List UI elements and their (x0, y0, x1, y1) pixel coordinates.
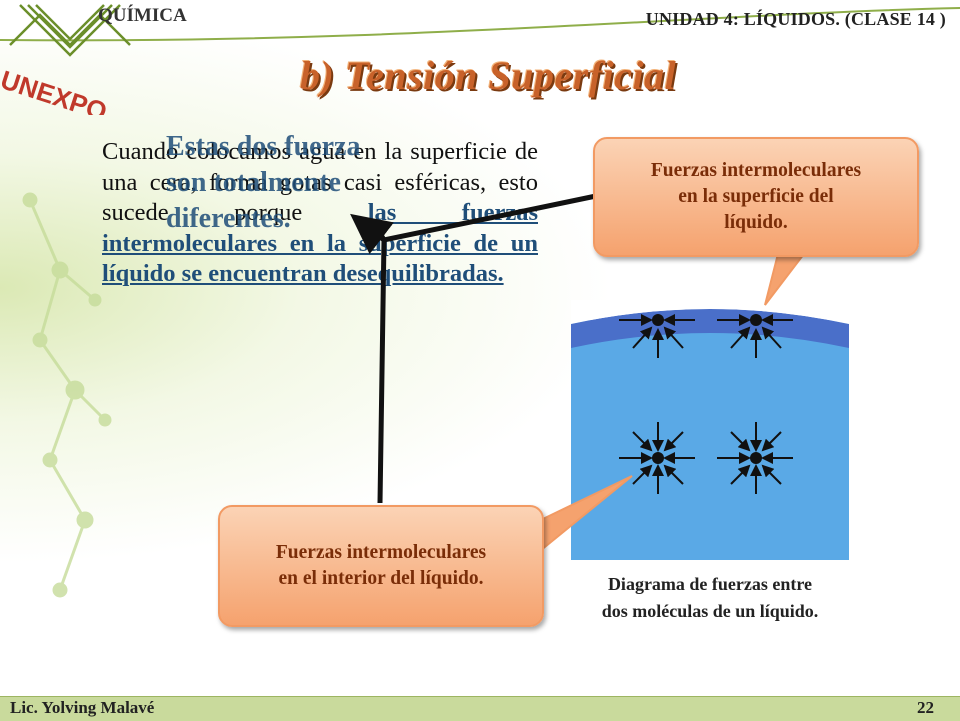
interior-molecule (652, 452, 664, 464)
overlay-text: Estas dos fuerza son totalmente diferent… (166, 131, 361, 234)
unexpo-logo: UNEXPO (0, 4, 131, 115)
callout-interior-text: Fuerzas intermoleculares en el interior … (275, 542, 487, 589)
force-arrows (619, 314, 793, 494)
callout-surface-forces: Fuerzas intermoleculares en la superfici… (593, 137, 919, 257)
surface-molecule (652, 314, 664, 326)
subject-label: QUÍMICA (98, 5, 187, 26)
main-paragraph: Cuando colocamos agua en la superficie d… (102, 137, 538, 290)
author-label: Lic. Yolving Malavé (10, 698, 155, 717)
diagram-caption: Diagrama de fuerzas entre dos moléculas … (601, 574, 819, 621)
header-band (0, 0, 960, 43)
slide-title: b) Tensión Superficial (300, 53, 677, 98)
bottom-pointer-line (373, 224, 387, 504)
callout-surface-text: Fuerzas intermoleculares en la superfici… (650, 160, 862, 233)
paragraph-plain: Cuando colocamos agua en la superficie d… (102, 138, 538, 226)
paragraph-underlined: las fuerzas intermoleculares en la super… (102, 199, 538, 287)
top-pointer-line (350, 193, 597, 255)
surface-molecule (750, 314, 762, 326)
liquid-body (571, 320, 849, 560)
callout-interior-forces: Fuerzas intermoleculares en el interior … (218, 505, 544, 627)
liquid-surface (571, 309, 849, 348)
interior-molecule (750, 452, 762, 464)
unit-title: UNIDAD 4: LÍQUIDOS. (CLASE 14 ) (645, 9, 946, 29)
page-number: 22 (917, 698, 934, 717)
footer-bar (0, 696, 960, 721)
molecular-forces-diagram (571, 300, 849, 560)
